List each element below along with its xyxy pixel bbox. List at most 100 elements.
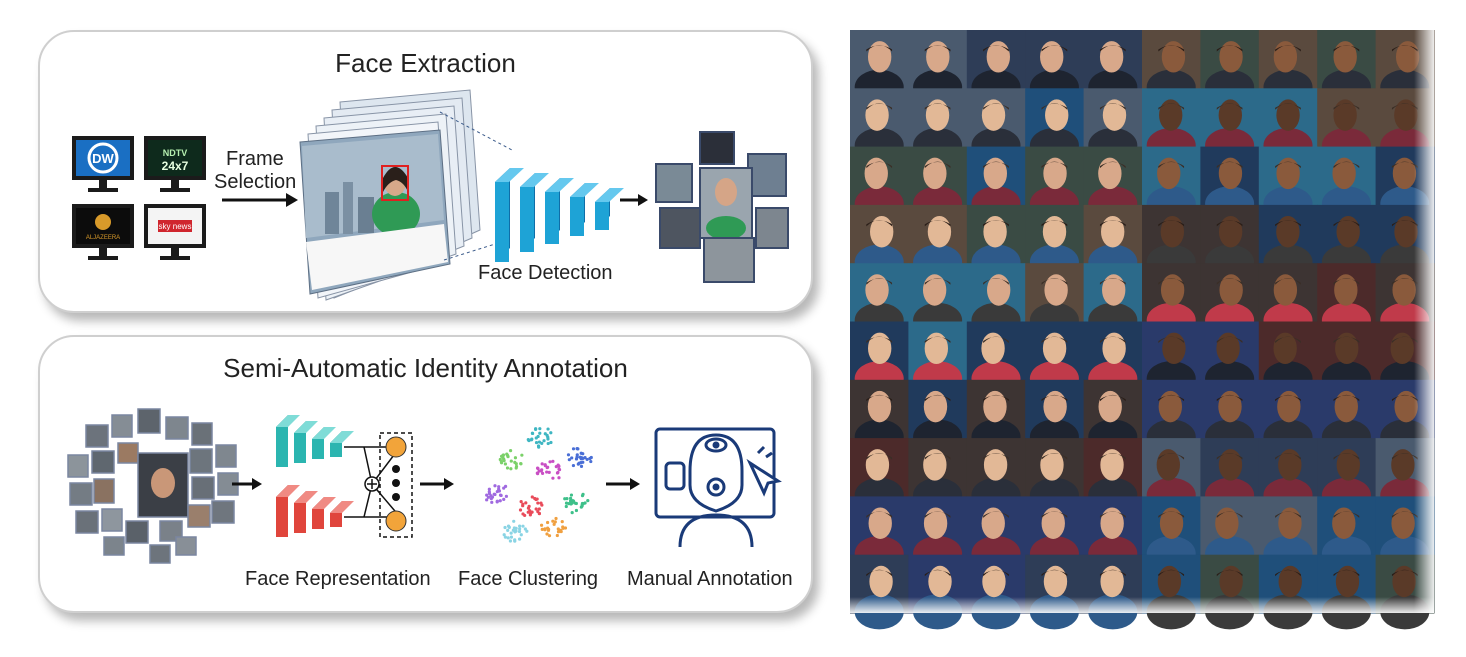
cluster-point — [530, 431, 535, 435]
cluster-point — [539, 523, 544, 527]
cluster-point — [528, 513, 532, 517]
cluster-point — [546, 427, 550, 431]
cluster-point — [514, 464, 519, 469]
cluster-point — [487, 490, 491, 494]
face-detection-label: Face Detection — [478, 262, 613, 284]
cluster-point — [502, 533, 506, 537]
mosaic-face-tile — [850, 88, 909, 163]
face-identity-mosaic — [850, 30, 1435, 630]
cluster-point — [546, 528, 551, 532]
mosaic-face-tile — [1258, 496, 1318, 572]
cluster-point — [495, 499, 499, 503]
cluster-point — [490, 495, 495, 499]
cluster-point — [551, 476, 555, 480]
cluster-point — [540, 527, 544, 531]
cluster-point — [552, 522, 556, 526]
cluster-point — [542, 439, 546, 443]
cluster-point — [505, 452, 509, 456]
cluster-point — [581, 460, 585, 464]
cluster-point — [574, 501, 578, 506]
cluster-point — [505, 466, 510, 470]
cluster-point — [569, 493, 574, 497]
mosaic-face-tile — [1083, 554, 1143, 630]
mosaic-face-tile — [1317, 321, 1377, 397]
cluster-point — [485, 498, 489, 502]
cluster-point — [513, 538, 517, 542]
cluster-point — [588, 456, 592, 461]
cluster-point — [548, 460, 552, 464]
cluster-point — [551, 519, 555, 523]
ndtv-monitor-icon: NDTV 24x7 — [144, 136, 206, 192]
cluster-point — [551, 459, 555, 463]
cluster-point — [509, 459, 513, 463]
cluster-point — [530, 437, 534, 441]
cluster-point — [561, 526, 565, 530]
cluster-point — [511, 528, 515, 532]
cluster-point — [549, 431, 553, 435]
cluster-point — [517, 537, 522, 541]
frame-selection-arrow — [222, 193, 298, 207]
cluster-point — [579, 464, 584, 469]
face-mosaic-grid — [850, 30, 1435, 630]
mosaic-face-tile — [1258, 146, 1318, 222]
mosaic-face-tile — [966, 554, 1026, 630]
cluster-point — [538, 431, 542, 435]
cluster-point — [540, 503, 544, 507]
mosaic-face-tile — [908, 438, 968, 513]
cluster-point — [547, 534, 552, 538]
cluster-point — [559, 529, 563, 533]
svg-text:24x7: 24x7 — [162, 159, 189, 173]
mosaic-face-tile — [1142, 554, 1201, 630]
cluster-point — [495, 489, 499, 494]
mosaic-face-tile — [1258, 554, 1318, 630]
mosaic-face-tile — [1025, 30, 1085, 105]
mosaic-face-tile — [1025, 204, 1085, 280]
mosaic-face-tile — [908, 30, 968, 105]
cluster-point — [508, 539, 513, 543]
cluster-point — [579, 451, 583, 455]
cluster-point — [534, 507, 538, 511]
cluster-point — [547, 470, 551, 475]
cluster-point — [499, 493, 503, 498]
mosaic-face-tile — [1200, 146, 1260, 222]
mosaic-face-tile — [1025, 554, 1085, 630]
cluster-point — [545, 470, 549, 474]
cluster-point — [537, 507, 541, 511]
cluster-point — [503, 535, 508, 539]
arrow-to-annotation — [606, 478, 640, 490]
cluster-point — [503, 525, 507, 530]
cluster-point — [557, 476, 561, 480]
face-extraction-panel: Face Extraction DW NDTV 24x7 ALJAZEERA — [38, 30, 813, 313]
red-cnn-icon — [276, 485, 354, 537]
cluster-point — [564, 501, 569, 505]
cluster-point — [589, 459, 593, 464]
arrow-to-representation — [232, 478, 262, 490]
cluster-point — [521, 504, 525, 508]
arrow-to-clustering — [420, 478, 454, 490]
cluster-scatter-plot — [485, 427, 593, 543]
cluster-point — [538, 427, 542, 431]
mosaic-face-tile — [908, 554, 968, 630]
cluster-point — [534, 440, 539, 445]
mosaic-face-tile — [1025, 321, 1085, 397]
cluster-point — [553, 520, 557, 524]
cluster-point — [503, 484, 508, 488]
identity-annotation-title: Semi-Automatic Identity Annotation — [223, 353, 628, 383]
identity-annotation-panel: Semi-Automatic Identity Annotation — [38, 335, 813, 613]
cluster-point — [487, 487, 491, 491]
cluster-point — [502, 497, 506, 501]
mosaic-face-tile — [850, 30, 909, 105]
cluster-point — [580, 503, 584, 507]
detected-faces-collage — [655, 131, 789, 283]
cluster-point — [514, 526, 518, 530]
cluster-point — [534, 427, 538, 431]
cluster-point — [563, 526, 568, 530]
cluster-point — [506, 524, 511, 528]
cluster-point — [490, 500, 494, 504]
cluster-point — [504, 494, 508, 498]
cluster-point — [530, 495, 534, 499]
cluster-point — [512, 519, 516, 523]
cluster-point — [555, 533, 559, 538]
cluster-point — [527, 504, 531, 509]
cluster-point — [518, 527, 522, 531]
